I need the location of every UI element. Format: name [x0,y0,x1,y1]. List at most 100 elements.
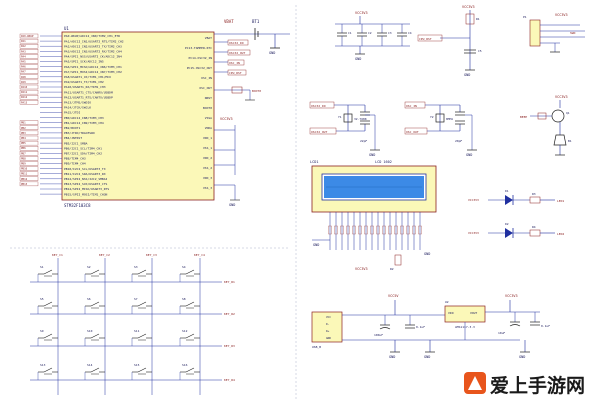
left-net-flag [19,146,39,151]
vcc-vdda: VCC3V3 [220,117,233,121]
mcu-left-pin-label: PB9/TIM4_CH4 [64,162,86,166]
left-net-label: PA3 [21,49,26,53]
keypad-col-label: KEY_C1 [52,253,63,257]
vcc5v-label: VCC5V [388,294,399,298]
mcu-left-pin-label: PA5/SPI1_SCK/ADC12_IN5 [64,60,104,64]
mcu-left-pin-label: PA13/JTMS/SWDIO [64,101,91,105]
left-net-flag [19,95,39,100]
left-net-flag [19,120,39,125]
mcu-right-pin-label: NRST [205,96,212,100]
switch-ref: S8 [182,297,186,301]
left-net-flag [19,181,39,187]
vcc-beep: VCC3V3 [555,95,568,99]
lcd-pin-flag [352,225,356,235]
keypad-switch: S3 [131,265,152,282]
mcu-right-pin-label: VSSA [205,116,212,120]
mcu-left-pins: PA0-WKUP/ADC12_IN0/TIM2_CH1_ETRPA1/ADC12… [40,34,124,196]
vcc-swd: VCC3V3 [555,13,568,17]
rtc-crystal: OSC32_IN OSC32_OUT Y1 32.768K 22pF GND [309,101,380,157]
c5-ref: C5 [478,49,482,53]
boot0-net: BOOT0 [252,89,261,93]
switch-ref: S13 [40,363,46,367]
r3-ref: R3 [532,192,536,196]
mcu-left-pin-label: PA3/ADC12_IN3/USART2_RX/TIM2_CH4 [64,50,122,54]
mcu-part: STM32F103C8 [64,203,91,208]
c8-val: 20pF [455,139,462,143]
d1-ref: D1 [505,189,509,193]
switch-ref: S12 [182,329,188,333]
keypad-col-label: KEY_C4 [194,253,205,257]
left-net-label: PB2 [21,126,26,130]
cap-ref: C2 [368,31,372,35]
mcu-right-pin-label: VDD_2 [203,156,212,160]
left-net-flag [19,38,39,44]
mcu-left-pin-label: PB4/JNTRST [64,136,82,140]
mcu-left-pin-label: PB12/SPI2_NSS/I2C2_SMBAI [64,177,108,181]
lcd-pin-flag [382,225,386,235]
mcu-left-pin-label: PB1/ADC12_IN9/TIM3_CH4 [64,121,104,125]
switch-ref: S1 [40,265,44,269]
vcc-rst: VCC3V3 [462,5,475,9]
lcd-pin-flag [340,225,344,235]
swd-header: VCC3V3 P1 SWD [523,13,585,53]
left-net-label: PB8 [21,156,26,160]
left-net-label: PB12 [21,177,28,181]
left-net-label: PA5 [21,60,26,64]
osc32-out-net: OSC32_OUT [229,51,245,55]
gnd-lcd: GND [313,243,319,247]
lcd-pin-flag [370,225,374,235]
osc32-in-net: OSC32_IN [229,41,244,45]
switch-ref: S6 [87,297,91,301]
mcu-left-pin-label: PA2/ADC12_IN2/USART2_TX/TIM2_CH3 [64,44,122,48]
r4-ref: R4 [532,225,536,229]
c-01uf-out: 0.1uF [541,324,550,328]
switch-ref: S11 [134,329,140,333]
vcc-lcd: VCC3V3 [355,267,368,271]
lcd-part: LCD 1602 [375,160,392,164]
left-net-flag [19,64,39,69]
vcc-led1: VCC3V3 [468,198,479,202]
mcu-left-pin-label: PA12/USART1_RTS/CANTX/USBDP [64,95,113,99]
switch-ref: S9 [40,329,44,333]
led-section: VCC3V3 D1 R3 LED1 VCC3V3 D2 R4 LED2 [468,189,564,238]
switch-ref: S16 [182,363,188,367]
swd-connector [529,19,541,47]
vcc-led2: VCC3V3 [468,231,479,235]
c-01uf-in: 0.1uF [416,325,425,329]
mcu-right-pin-label: BOOT0 [203,106,212,110]
mcu-left-pin-label: PA6/SPI1_MISO/ADC12_IN6/TIM3_CH1 [64,65,122,69]
left-net-flag [19,135,39,141]
mcu-left-pin-label: PB6/I2C1_SCL/TIM4_CH1 [64,146,102,150]
keypad-switch: S11 [131,329,152,346]
mcu-left-pin-label: PB13/SPI2_SCK/USART3_CTS [64,182,108,186]
d2-ref: D2 [505,222,509,226]
osc-out-lbl: OSC_OUT [406,130,419,134]
left-net-flag [19,59,39,64]
mcu-left-pin-label: PA0-WKUP/ADC12_IN0/TIM2_CH1_ETR [64,34,120,38]
lcd-pin-flag [418,225,422,235]
left-net-label: PB6 [21,146,26,150]
q1-ref: Q1 [566,111,570,115]
left-net-flag [19,151,39,156]
gnd-pwr2: GND [424,355,430,359]
b1-ref: B1 [568,139,572,143]
left-net-label: PA0-WKUP [21,34,34,38]
mcu-right-pin-label: VSS_1 [203,146,212,150]
mcu-right-pins: VBATPC13-TAMPER-RTCPC14-OSC32_INPC15-OSC… [185,36,212,190]
vcc-out: VCC3V3 [505,294,518,298]
left-net-flag [19,54,39,59]
lcd-pin-flag [358,225,362,235]
mcu-body [61,31,215,201]
left-net-flag [19,84,39,90]
keypad-col-label: KEY_C2 [99,253,110,257]
mcu-left-pin-label: PA14/JTCK/SWCLK [64,106,91,110]
left-net-label: PA10 [21,85,28,89]
osc32-in-lbl: OSC32_IN [311,104,326,108]
usb-vcc: VCC [326,315,331,319]
mcu-left-pin-label: PA8/USART1_CK/TIM1_CH1/MCO [64,75,111,79]
mcu-left-pin-label: PB2/BOOT1 [64,126,80,130]
main-crystal: OSC_IN OSC_OUT Y2 8MHz 20pF GND [404,101,477,157]
c6-val: 22pF [360,139,367,143]
buzzer-circuit: VCC3V3 Q1 BEEP B1 [520,95,572,156]
left-net-label: PB9 [21,162,26,166]
